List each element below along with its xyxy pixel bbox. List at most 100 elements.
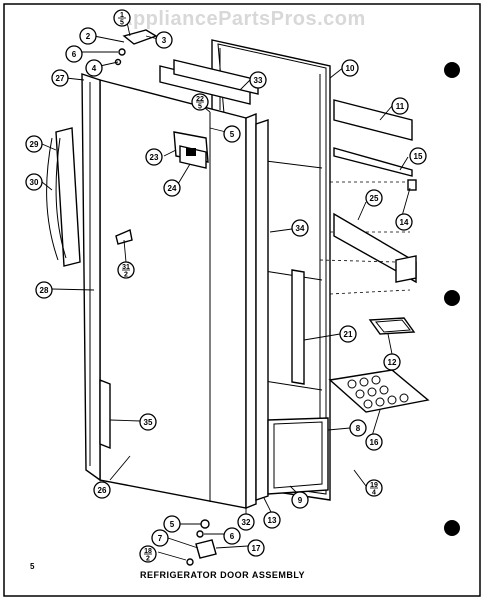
page-number: 5 xyxy=(30,562,35,571)
svg-text:6: 6 xyxy=(230,532,235,541)
svg-text:5: 5 xyxy=(170,520,175,529)
svg-text:24: 24 xyxy=(168,184,177,193)
lower-strip xyxy=(99,378,111,450)
callout-4: 4 xyxy=(85,59,103,77)
callout-31-2: 312 xyxy=(117,261,135,279)
callout-27: 27 xyxy=(51,69,69,87)
callout-13: 13 xyxy=(263,511,281,529)
leader-lines xyxy=(41,21,411,561)
handle-mount xyxy=(173,131,209,169)
callout-8: 8 xyxy=(349,419,367,437)
callout-7: 7 xyxy=(151,529,169,547)
callout-15: 15 xyxy=(409,147,427,165)
svg-text:8: 8 xyxy=(356,424,361,433)
svg-text:29: 29 xyxy=(30,140,39,149)
callout-6: 6 xyxy=(223,527,241,545)
callout-22-5: 225 xyxy=(191,93,209,111)
callout-33: 33 xyxy=(249,71,267,89)
svg-text:18: 18 xyxy=(144,548,152,555)
svg-text:32: 32 xyxy=(242,518,251,527)
shelf-clip xyxy=(407,179,417,191)
callout-2: 2 xyxy=(79,27,97,45)
diagram-title: REFRIGERATOR DOOR ASSEMBLY xyxy=(140,570,306,580)
svg-text:11: 11 xyxy=(396,102,405,111)
svg-text:5: 5 xyxy=(198,104,202,111)
gasket-strip xyxy=(81,73,101,482)
svg-text:5: 5 xyxy=(120,20,124,27)
svg-text:9: 9 xyxy=(298,496,303,505)
bottom-hinge xyxy=(186,519,217,566)
svg-text:7: 7 xyxy=(158,534,163,543)
svg-text:27: 27 xyxy=(56,74,65,83)
callout-28: 28 xyxy=(35,281,53,299)
svg-text:13: 13 xyxy=(268,516,277,525)
callout-18-2: 182 xyxy=(139,545,157,563)
binder-hole xyxy=(444,290,460,306)
callout-30: 30 xyxy=(25,173,43,191)
door-shelf-lower xyxy=(319,212,417,295)
svg-text:22: 22 xyxy=(196,96,204,103)
vertical-strip xyxy=(291,269,305,385)
svg-text:14: 14 xyxy=(400,218,409,227)
door-shelf-upper xyxy=(330,99,413,233)
svg-text:26: 26 xyxy=(98,486,107,495)
svg-text:33: 33 xyxy=(254,76,263,85)
clip xyxy=(115,229,133,245)
svg-text:28: 28 xyxy=(40,286,49,295)
svg-text:15: 15 xyxy=(414,152,423,161)
lower-frame xyxy=(267,417,329,495)
top-cap xyxy=(159,59,259,105)
trim-strip xyxy=(255,119,269,501)
callout-1-5: 15 xyxy=(113,9,131,27)
svg-text:21: 21 xyxy=(344,330,353,339)
svg-text:23: 23 xyxy=(150,153,159,162)
callout-32: 32 xyxy=(237,513,255,531)
svg-text:6: 6 xyxy=(72,50,77,59)
door-handle xyxy=(46,127,81,267)
svg-text:2: 2 xyxy=(146,556,150,563)
callout-35: 35 xyxy=(139,413,157,431)
svg-text:16: 16 xyxy=(370,438,379,447)
callout-5: 5 xyxy=(163,515,181,533)
callout-10: 10 xyxy=(341,59,359,77)
svg-text:2: 2 xyxy=(86,32,91,41)
callout-34: 34 xyxy=(291,219,309,237)
svg-text:34: 34 xyxy=(296,224,305,233)
callout-12: 12 xyxy=(383,353,401,371)
callout-26: 26 xyxy=(93,481,111,499)
svg-text:31: 31 xyxy=(122,264,130,271)
svg-text:4: 4 xyxy=(92,64,97,73)
svg-text:1: 1 xyxy=(120,12,124,19)
svg-text:35: 35 xyxy=(144,418,153,427)
callout-6: 6 xyxy=(65,45,83,63)
callout-29: 29 xyxy=(25,135,43,153)
egg-tray xyxy=(328,369,430,413)
callout-25: 25 xyxy=(365,189,383,207)
callout-11: 11 xyxy=(391,97,409,115)
callout-21: 21 xyxy=(339,325,357,343)
callout-19-4: 194 xyxy=(365,479,383,497)
callout-24: 24 xyxy=(163,179,181,197)
callout-23: 23 xyxy=(145,148,163,166)
svg-text:10: 10 xyxy=(346,64,355,73)
callout-3: 3 xyxy=(155,31,173,49)
svg-text:17: 17 xyxy=(252,544,261,553)
svg-text:25: 25 xyxy=(370,194,379,203)
svg-text:2: 2 xyxy=(124,272,128,279)
watermark: AppliancePartsPros.com xyxy=(118,8,366,30)
svg-text:4: 4 xyxy=(372,490,376,497)
svg-text:19: 19 xyxy=(370,482,378,489)
binder-hole xyxy=(444,62,460,78)
diagram-border xyxy=(3,3,481,597)
callout-5: 5 xyxy=(223,125,241,143)
callout-17: 17 xyxy=(247,539,265,557)
svg-text:12: 12 xyxy=(388,358,397,367)
callout-14: 14 xyxy=(395,213,413,231)
svg-text:3: 3 xyxy=(162,36,167,45)
callout-16: 16 xyxy=(365,433,383,451)
binder-hole xyxy=(444,520,460,536)
callout-9: 9 xyxy=(291,491,309,509)
